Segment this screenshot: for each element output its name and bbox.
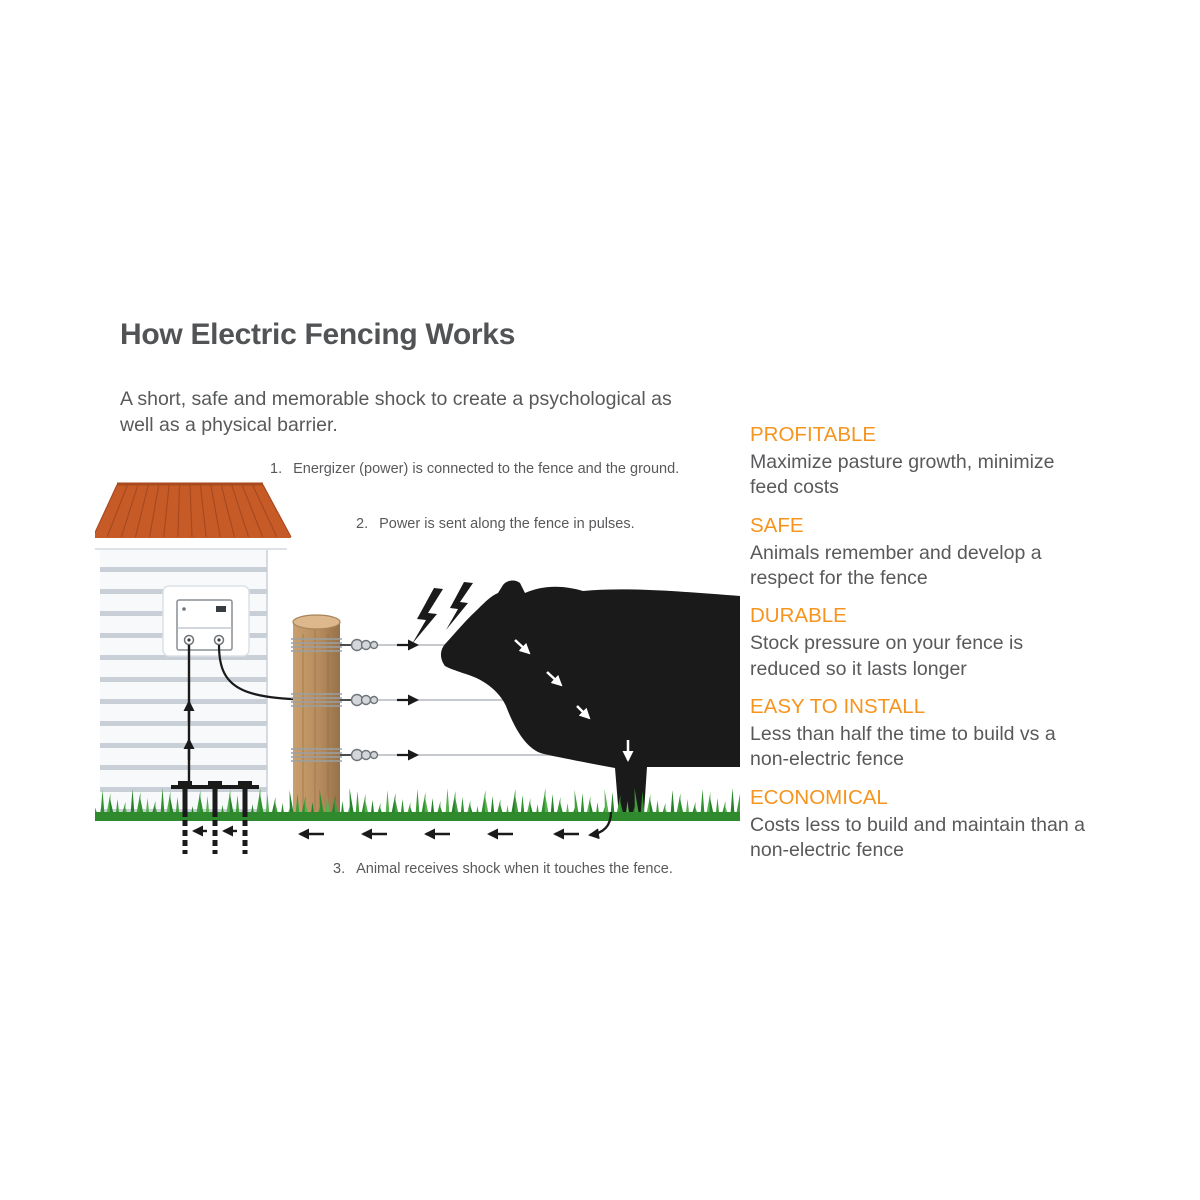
step-2-caption: 2. Power is sent along the fence in pulse…	[356, 516, 635, 532]
step-text: Energizer (power) is connected to the fe…	[293, 461, 680, 477]
page-subtitle: A short, safe and memorable shock to cre…	[120, 388, 672, 436]
benefit-item: ECONOMICAL Costs less to build and maint…	[750, 786, 1110, 864]
benefit-item: PROFITABLE Maximize pasture growth, mini…	[750, 423, 1110, 501]
lightning-bolt-icon	[446, 582, 473, 630]
roof-tile-line	[106, 484, 128, 538]
roof-tile-line	[231, 484, 250, 538]
grounding-system	[171, 645, 259, 854]
house-roof	[95, 482, 292, 538]
grass-base	[95, 812, 740, 821]
siding-board	[100, 660, 267, 677]
insulator	[360, 694, 372, 706]
post-top	[292, 614, 341, 630]
fence-diagram	[95, 482, 740, 854]
siding-shadow	[100, 699, 267, 704]
benefit-body: Maximize pasture growth, minimize feed c…	[750, 451, 1055, 499]
shock-arrow-icon	[546, 671, 563, 687]
benefit-item: DURABLE Stock pressure on your fence is …	[750, 604, 1110, 682]
ground-rod-cap	[178, 781, 192, 786]
insulator	[360, 639, 372, 651]
post-body	[293, 622, 340, 814]
roof-tiles	[95, 484, 292, 538]
siding-shadow	[100, 655, 267, 660]
roof-tile-line	[199, 484, 207, 538]
step-number: 2.	[356, 516, 369, 532]
cow	[440, 580, 740, 817]
roof-tile-line	[262, 484, 292, 538]
roof-tile-line	[241, 484, 264, 538]
house-eave	[95, 538, 287, 549]
roof-shape	[95, 484, 291, 538]
roof-tile-line	[120, 484, 139, 538]
benefit-body: Stock pressure on your fence is reduced …	[750, 632, 1024, 680]
siding-board	[100, 726, 267, 743]
roof-tile-line	[95, 484, 118, 535]
step-number: 3.	[333, 861, 346, 877]
siding-shadow	[100, 567, 267, 572]
fence-post	[292, 614, 341, 814]
insulator	[369, 750, 379, 760]
benefit-body: Costs less to build and maintain than a …	[750, 813, 1085, 862]
step-1-caption: 1. Energizer (power) is connected to the …	[270, 461, 679, 477]
lightning-icon	[412, 582, 473, 644]
step-text: Animal receives shock when it touches th…	[356, 861, 673, 877]
roof-tile-line	[210, 484, 221, 538]
siding-board	[100, 704, 267, 721]
step-3-caption: 3. Animal receives shock when it touches …	[333, 861, 673, 877]
step-text: Power is sent along the fence in pulses.	[379, 516, 635, 532]
roof-tile-line	[134, 484, 149, 538]
cow-silhouette	[440, 580, 740, 817]
siding-shadow	[100, 743, 267, 748]
benefit-item: SAFE Animals remember and develop a resp…	[750, 514, 1110, 592]
lightning-bolt-icon	[412, 588, 443, 644]
insulator	[369, 640, 379, 650]
benefit-item: EASY TO INSTALL Less than half the time …	[750, 695, 1110, 773]
shock-current-arrows	[514, 639, 634, 762]
insulator	[369, 695, 379, 705]
insulator	[360, 749, 372, 761]
benefit-heading: DURABLE	[750, 604, 847, 628]
siding-shadow	[100, 765, 267, 770]
step-number: 1.	[270, 461, 283, 477]
siding-shadow	[100, 677, 267, 682]
benefit-heading: SAFE	[750, 513, 804, 537]
benefits-list: PROFITABLE Maximize pasture growth, mini…	[750, 423, 1110, 876]
siding-board	[100, 748, 267, 765]
ground-terminal-dot	[187, 638, 191, 642]
roof-tile-line	[252, 484, 278, 538]
siding-board	[100, 572, 267, 589]
roof-tile-line	[189, 484, 193, 538]
siding-shadow	[100, 721, 267, 726]
ground-rod-cap	[208, 781, 222, 786]
shock-arrow-icon	[514, 639, 531, 655]
roof-tile-line	[220, 484, 236, 538]
shock-arrow-icon	[576, 705, 591, 720]
energizer	[162, 585, 250, 657]
benefit-body: Animals remember and develop a respect f…	[750, 541, 1042, 590]
benefit-heading: PROFITABLE	[750, 423, 877, 446]
ground-current-arrows	[192, 811, 613, 840]
benefit-heading: EASY TO INSTALL	[750, 695, 926, 719]
fence-terminal-dot	[217, 638, 221, 642]
roof-tile-line	[148, 484, 160, 538]
return-bend-arrow-icon	[588, 811, 613, 840]
roof-tile-line	[177, 484, 181, 538]
siding-board	[100, 770, 267, 787]
energizer-light	[182, 607, 186, 611]
page-title: How Electric Fencing Works	[120, 318, 516, 351]
siding-board	[100, 682, 267, 699]
siding-board	[100, 550, 267, 567]
energizer-display	[216, 606, 226, 612]
benefit-body: Less than half the time to build vs a no…	[750, 723, 1056, 771]
ground-rod-cap	[238, 781, 252, 786]
benefit-heading: ECONOMICAL	[750, 785, 888, 809]
roof-tile-line	[163, 484, 170, 538]
